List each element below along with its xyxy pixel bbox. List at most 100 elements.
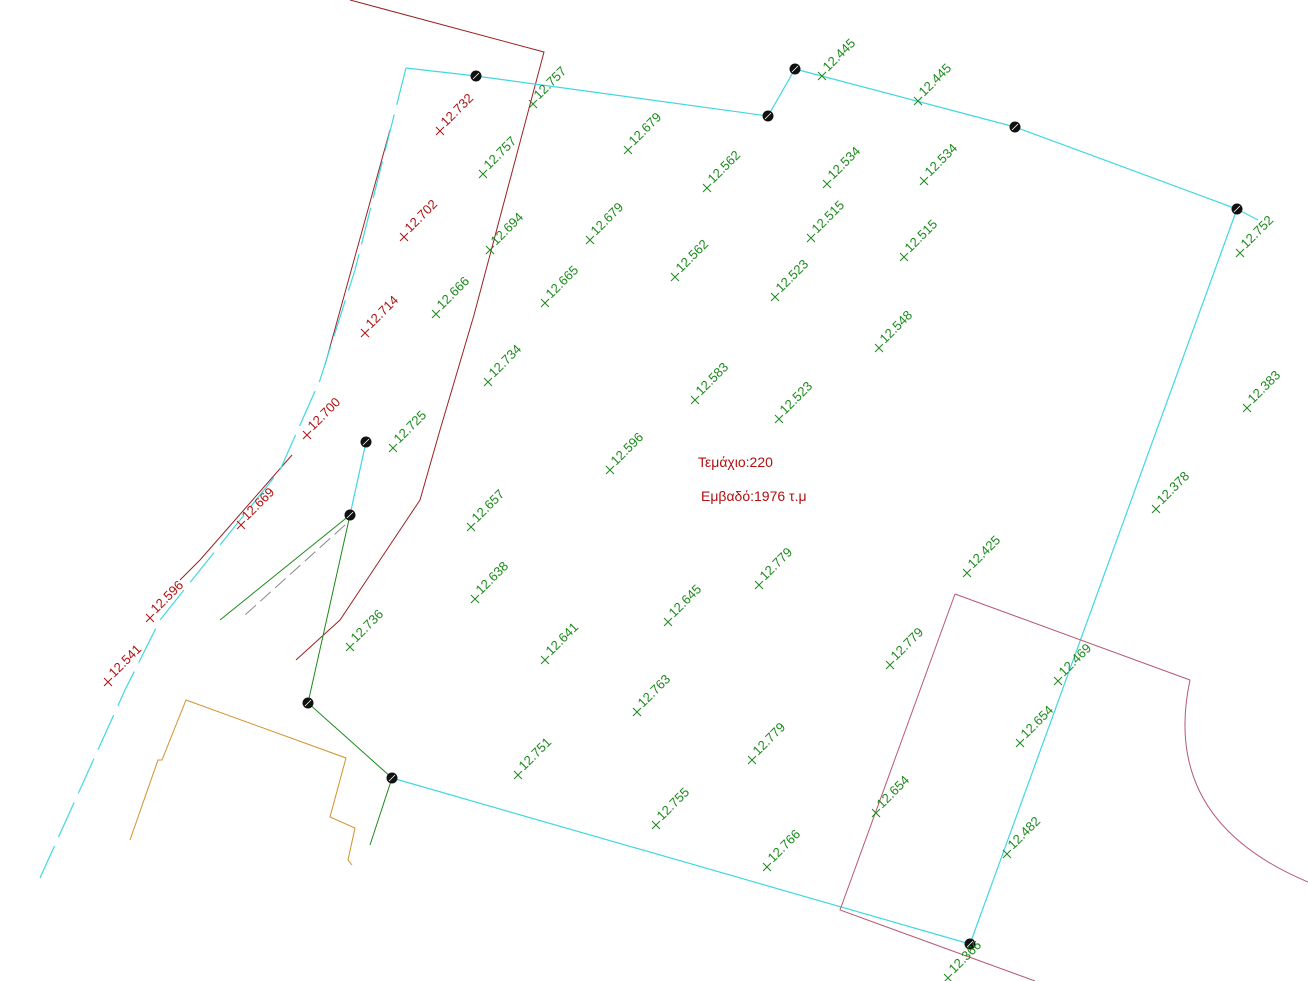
elevation-point-green: 12.666 xyxy=(431,273,473,319)
elevation-cross-icon xyxy=(528,99,538,109)
elevation-value: 12.562 xyxy=(705,147,744,186)
elevation-cross-icon xyxy=(962,568,972,578)
elevation-marks: 12.757 12.445 12.445 12.757 12.679 12.562 12.5… xyxy=(103,35,1283,981)
elevation-cross-icon xyxy=(1015,738,1025,748)
elevation-cross-icon xyxy=(1002,849,1012,859)
elevation-value: 12.534 xyxy=(825,143,864,182)
elevation-cross-icon xyxy=(651,820,661,830)
elevation-value: 12.548 xyxy=(877,307,916,346)
elevation-cross-icon xyxy=(236,520,246,530)
elevation-value: 12.779 xyxy=(888,624,927,663)
green-lines xyxy=(219,514,393,846)
elevation-value: 12.641 xyxy=(543,619,582,658)
elevation-cross-icon xyxy=(540,298,550,308)
building-outline xyxy=(129,699,356,866)
road-edge-lower-left-2 xyxy=(179,454,293,581)
elevation-value: 12.445 xyxy=(820,35,859,74)
elevation-value: 12.702 xyxy=(402,196,441,235)
elevation-point-green: 12.755 xyxy=(651,784,692,830)
survey-node-tick xyxy=(304,699,312,707)
elevation-point-green: 12.366 xyxy=(943,937,984,981)
parcel-boundary-bottom xyxy=(391,777,971,945)
elevation-point-green: 12.763 xyxy=(632,671,674,717)
elevation-cross-icon xyxy=(1242,403,1252,413)
survey-node-tick xyxy=(346,511,354,519)
elevation-value: 12.378 xyxy=(1154,468,1193,507)
elevation-value: 12.425 xyxy=(965,532,1004,571)
elevation-cross-icon xyxy=(817,71,827,81)
elevation-value: 12.734 xyxy=(486,341,525,380)
elevation-value: 12.700 xyxy=(305,394,344,433)
elevation-cross-icon xyxy=(478,169,488,179)
elevation-cross-icon xyxy=(431,309,441,319)
elevation-value: 12.763 xyxy=(635,671,674,710)
parcel-boundary-left xyxy=(349,441,367,516)
elevation-cross-icon xyxy=(874,343,884,353)
elevation-point-green: 12.757 xyxy=(478,133,519,179)
elevation-cross-icon xyxy=(605,465,615,475)
elevation-point-green: 12.694 xyxy=(485,209,526,255)
elevation-cross-icon xyxy=(435,126,445,136)
elevation-value: 12.752 xyxy=(1238,212,1277,251)
elevation-cross-icon xyxy=(513,770,523,780)
elevation-point-green: 12.734 xyxy=(483,341,525,387)
elevation-point-green: 12.482 xyxy=(1002,813,1043,859)
elevation-cross-icon xyxy=(103,677,113,687)
elevation-point-green: 12.523 xyxy=(774,378,815,424)
elevation-point-green: 12.725 xyxy=(388,407,430,453)
elevation-point-green: 12.583 xyxy=(690,359,731,405)
elevation-cross-icon xyxy=(302,430,312,440)
elevation-value: 12.736 xyxy=(348,606,387,645)
elevation-value: 12.666 xyxy=(434,273,473,312)
elevation-point-green: 12.534 xyxy=(919,140,961,186)
elevation-point-green: 12.779 xyxy=(747,719,788,765)
survey-nodes xyxy=(302,63,1243,950)
survey-node-tick xyxy=(966,940,974,948)
elevation-cross-icon xyxy=(690,395,700,405)
elevation-cross-icon xyxy=(632,707,642,717)
gray-dash xyxy=(244,524,346,616)
elevation-value: 12.714 xyxy=(363,292,402,331)
elevation-cross-icon xyxy=(702,183,712,193)
survey-node-tick xyxy=(791,65,799,73)
elevation-value: 12.596 xyxy=(608,429,647,468)
elevation-cross-icon xyxy=(663,617,673,627)
elevation-point-green: 12.596 xyxy=(605,429,647,475)
elevation-point-green: 12.425 xyxy=(962,532,1004,578)
road-edge-upper xyxy=(295,0,545,661)
elevation-value: 12.657 xyxy=(469,486,508,525)
parcel-boundary-right xyxy=(969,208,1238,945)
elevation-cross-icon xyxy=(1235,248,1245,258)
elevation-point-red: 12.596 xyxy=(145,577,187,623)
elevation-point-green: 12.641 xyxy=(540,619,582,665)
green-line-diag xyxy=(219,514,351,621)
cyan-dashed-line xyxy=(39,67,407,879)
road-boundary-lines xyxy=(179,0,545,661)
elevation-value: 12.596 xyxy=(148,577,187,616)
elevation-cross-icon xyxy=(919,176,929,186)
elevation-point-green: 12.523 xyxy=(770,256,811,302)
survey-node-tick xyxy=(764,112,772,120)
elevation-value: 12.534 xyxy=(922,140,961,179)
elevation-value: 12.725 xyxy=(391,407,430,446)
elevation-cross-icon xyxy=(762,862,772,872)
elevation-point-green: 12.779 xyxy=(885,624,927,670)
elevation-point-green: 12.515 xyxy=(899,216,940,262)
elevation-value: 12.679 xyxy=(588,199,627,238)
survey-node-tick xyxy=(1233,205,1241,213)
elevation-point-green: 12.751 xyxy=(513,734,554,780)
elevation-cross-icon xyxy=(585,235,595,245)
elevation-point-green: 12.515 xyxy=(806,197,847,243)
dashed-centerline xyxy=(39,67,407,879)
elevation-point-green: 12.534 xyxy=(822,143,864,189)
elevation-value: 12.732 xyxy=(438,90,477,129)
survey-node-tick xyxy=(1011,123,1019,131)
elevation-cross-icon xyxy=(943,973,953,981)
building-outline-line xyxy=(129,699,356,866)
elevation-value: 12.638 xyxy=(473,558,512,597)
elevation-point-green: 12.757 xyxy=(528,63,569,109)
elevation-value: 12.541 xyxy=(106,641,145,680)
elevation-point-green: 12.562 xyxy=(670,236,711,282)
elevation-cross-icon xyxy=(899,252,909,262)
elevation-value: 12.445 xyxy=(916,60,955,99)
